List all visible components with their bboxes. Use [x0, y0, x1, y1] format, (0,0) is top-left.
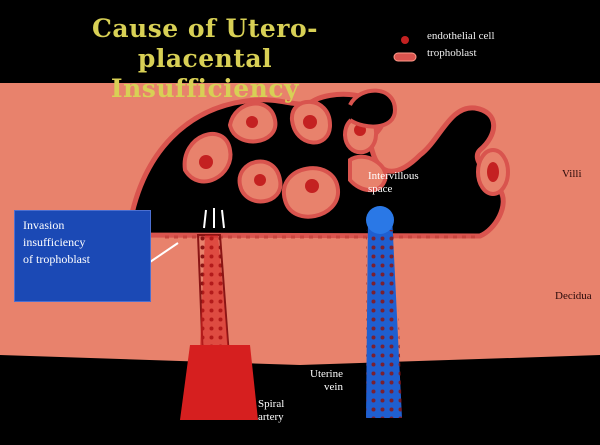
legend-item-trophoblast: trophoblast [395, 45, 495, 62]
legend-label: endothelial cell [427, 30, 495, 42]
intervillous-space-label: Intervillous space [368, 170, 419, 196]
uterine-vein-label: Uterine vein [310, 368, 343, 394]
spiral-artery-label: Spiral artery [258, 398, 284, 424]
title-line-2: Insufficiency [30, 74, 380, 104]
title-line-1: Cause of Utero-placental [30, 14, 380, 74]
villi-label: Villi [562, 168, 582, 181]
decidua-label: Decidua [555, 290, 592, 303]
invasion-insufficiency-box: Invasion insufficiency of trophoblast [14, 210, 151, 302]
diagram-title: Cause of Utero-placental Insufficiency [30, 14, 380, 104]
legend-item-endothelial: endothelial cell [395, 28, 495, 45]
legend-label: trophoblast [427, 47, 477, 59]
legend: endothelial cell trophoblast [395, 28, 495, 62]
